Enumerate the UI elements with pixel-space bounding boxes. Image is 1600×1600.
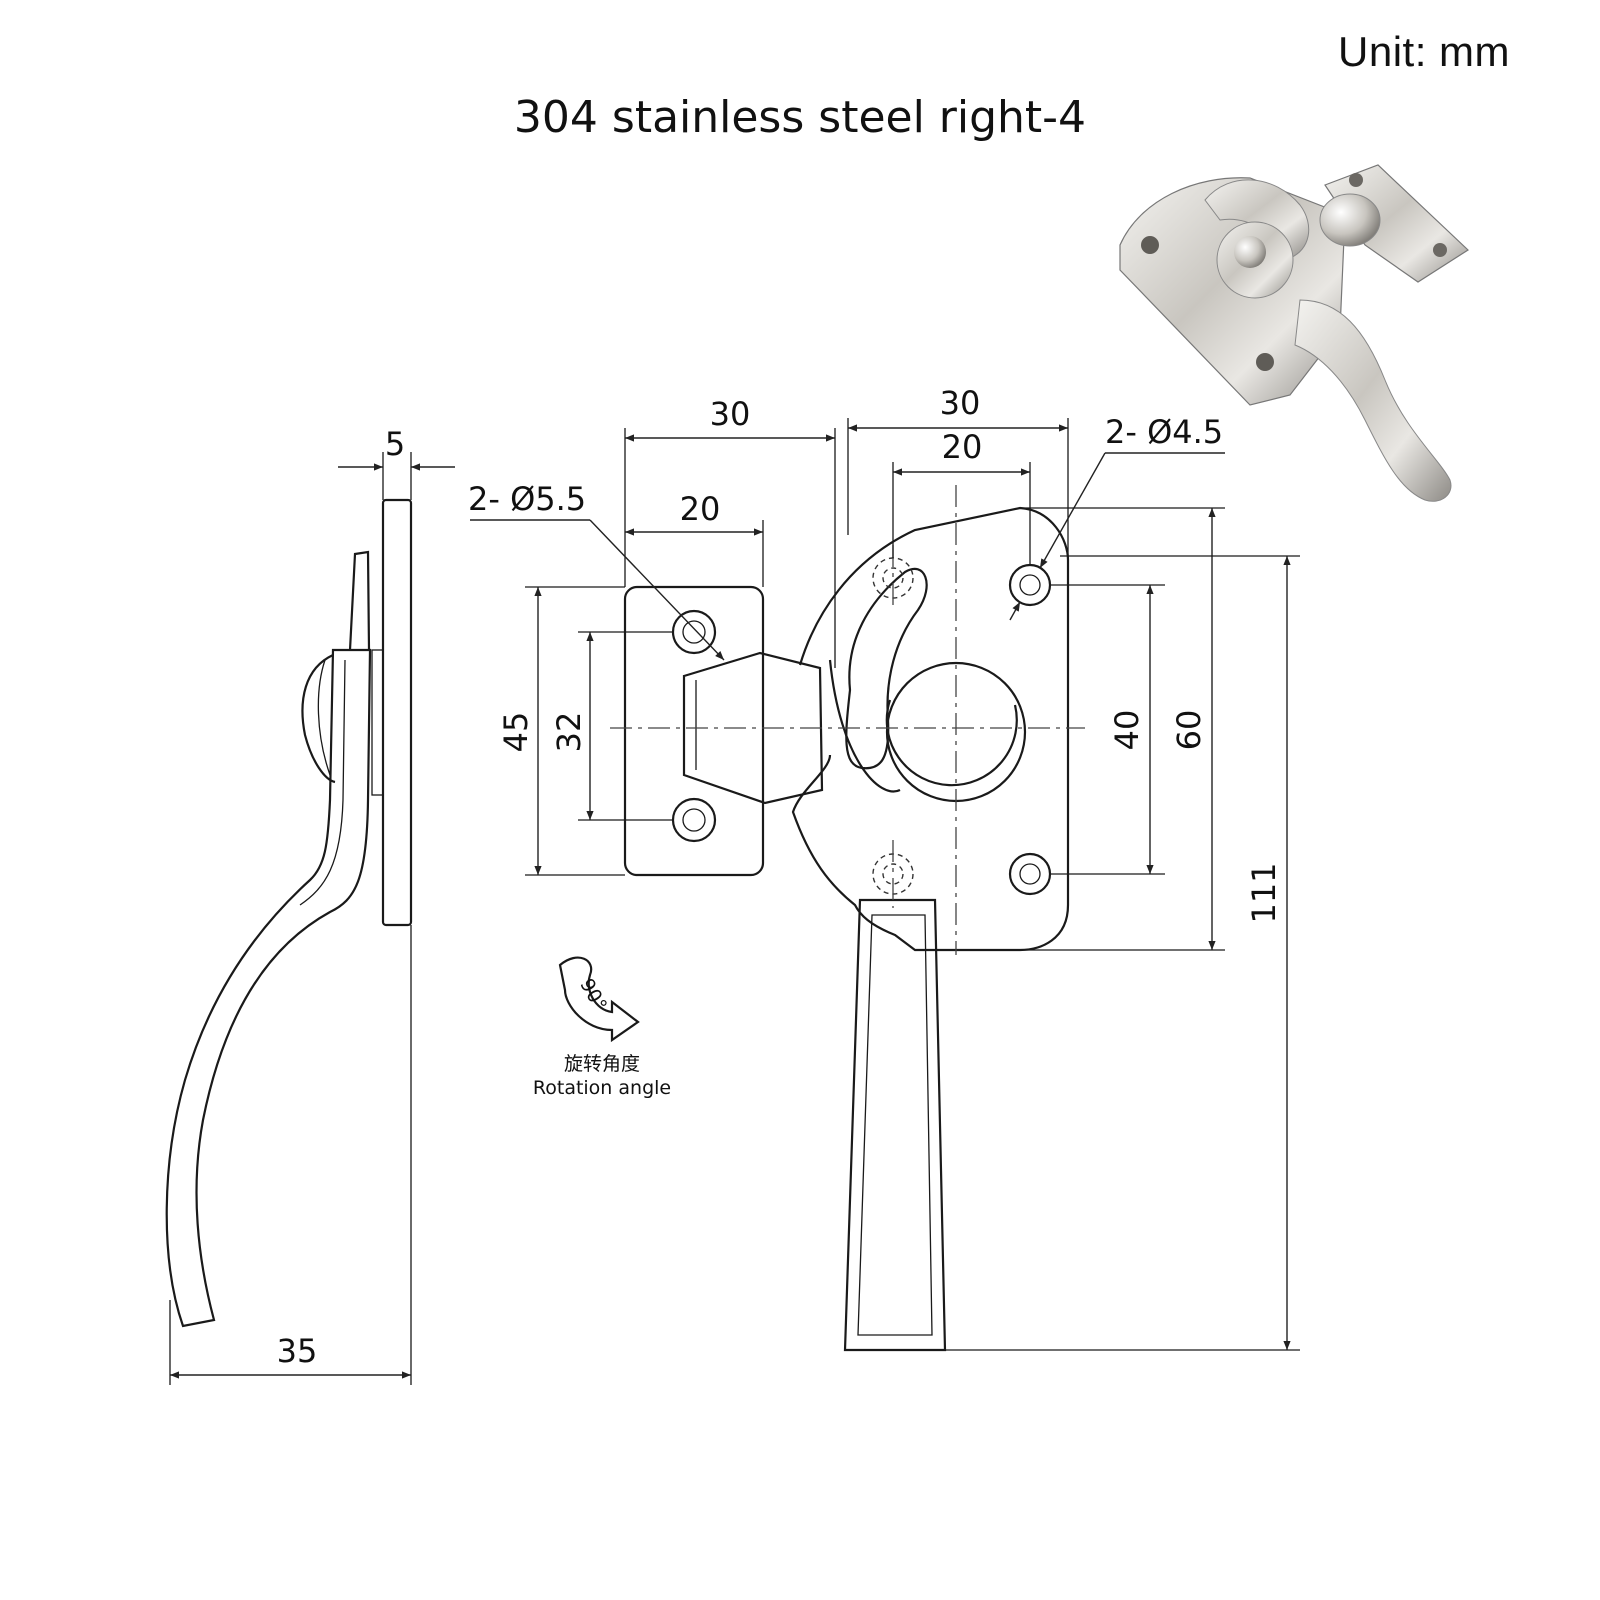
unit-label: Unit: mm	[1338, 28, 1510, 75]
dim-body-width: 30	[940, 384, 981, 422]
dim-keeper-hole-vertical: 32	[550, 712, 588, 753]
keeper-hole-bottom	[671, 797, 717, 843]
side-handle	[165, 648, 372, 1328]
body-plate	[791, 506, 1070, 952]
side-plate	[381, 498, 413, 927]
product-lever	[1294, 299, 1452, 502]
rotation-arrow-icon	[558, 956, 640, 1043]
rotation-angle: 90°	[575, 975, 611, 1015]
dim-keeper-height: 45	[497, 712, 535, 753]
side-handle-edge	[299, 659, 346, 906]
body-hole-bottom	[1008, 852, 1052, 896]
rotation-symbol: 90° 旋转角度 Rotation angle	[533, 956, 671, 1099]
rotation-label-en: Rotation angle	[533, 1077, 671, 1099]
dim-body-height: 60	[1170, 710, 1208, 751]
keeper-hole-top	[671, 609, 717, 655]
hook	[845, 567, 928, 770]
body-hub-arc	[828, 659, 1018, 793]
side-view: 5 35	[165, 425, 455, 1385]
dim-keeper-width: 30	[710, 395, 751, 433]
front-view: 30 20 2- Ø5.5 45 32 30 20 2- Ø4.5	[468, 384, 1300, 1352]
product-image	[1119, 164, 1469, 502]
rotation-label-cn: 旋转角度	[564, 1053, 640, 1075]
keeper-catch	[682, 651, 824, 805]
dim-keeper-hole-spacing: 20	[680, 490, 721, 528]
side-dome-inner	[317, 659, 331, 776]
body-holes-callout: 2- Ø4.5	[1105, 413, 1223, 451]
dim-overall-height: 111	[1245, 862, 1283, 923]
side-boss	[371, 649, 384, 796]
drawing-title: 304 stainless steel right-4	[513, 92, 1087, 143]
dim-side-thickness: 5	[385, 425, 405, 463]
dim-body-hole-vertical: 40	[1108, 710, 1146, 751]
dim-body-hole-spacing: 20	[942, 428, 983, 466]
body-hole-top	[1008, 563, 1052, 607]
side-tongue	[348, 550, 371, 651]
keeper-holes-callout: 2- Ø5.5	[468, 480, 586, 518]
side-dome	[301, 654, 336, 784]
keeper-plate	[623, 585, 765, 877]
dim-side-reach: 35	[277, 1332, 318, 1370]
